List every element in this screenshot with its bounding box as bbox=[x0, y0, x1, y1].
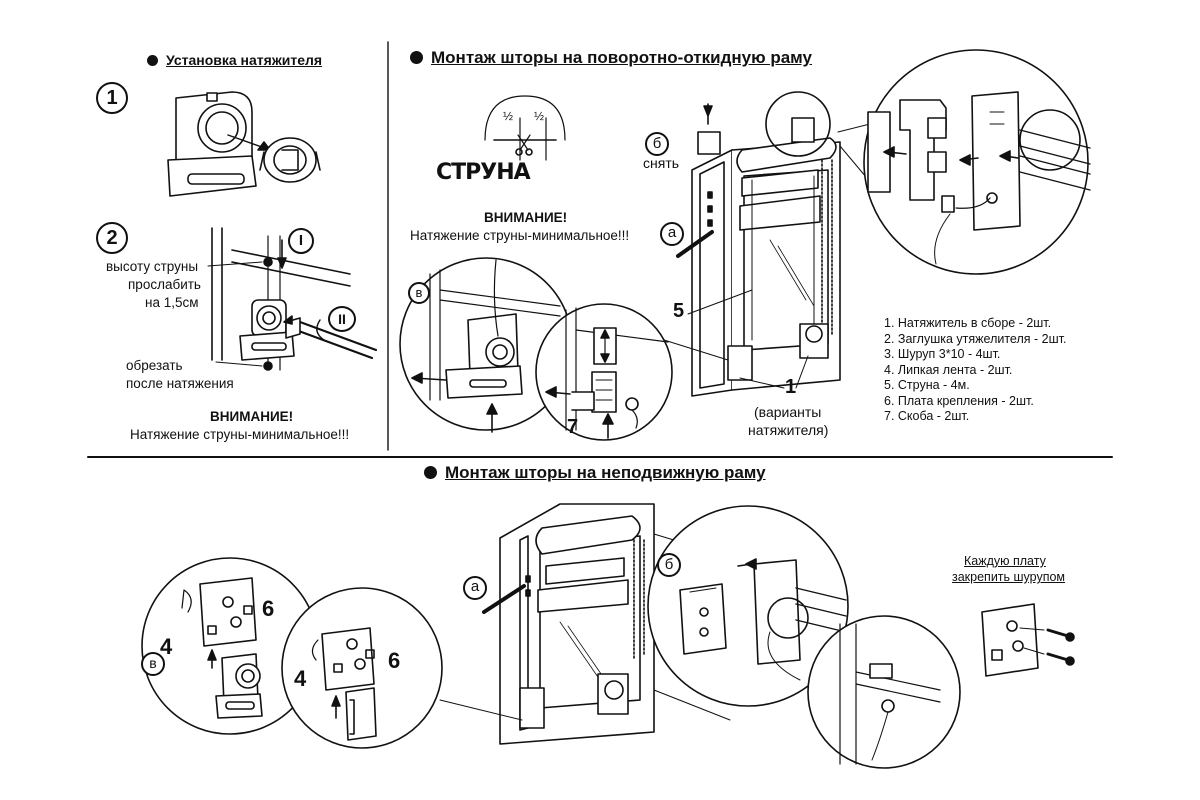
parts-list-item: 4. Липкая лента - 2шт. bbox=[884, 362, 1013, 377]
roman1-marker: I bbox=[288, 228, 314, 254]
parts-list-item: 1. Натяжитель в сборе - 2шт. bbox=[884, 316, 1052, 330]
attention-title-left: ВНИМАНИЕ! bbox=[210, 409, 294, 424]
parts-list: 1. Натяжитель в сборе - 2шт. 2. Заглушка… bbox=[884, 316, 1066, 425]
detail-circle-brace bbox=[535, 303, 673, 441]
label-remove: снять bbox=[643, 155, 680, 171]
string-icon-drawing bbox=[484, 95, 566, 161]
detail-circle-b-fixed bbox=[647, 505, 849, 707]
label-b-tilt: б bbox=[645, 132, 669, 156]
number-5-string: 5 bbox=[673, 300, 685, 322]
detail-circle-brace-fixed bbox=[281, 587, 443, 749]
step1-marker: 1 bbox=[96, 82, 128, 114]
number-7-brace: 7 bbox=[567, 416, 579, 438]
heading-fixed-mount: Монтаж шторы на неподвижную раму bbox=[424, 463, 766, 483]
label-b-fixed: б bbox=[657, 553, 681, 577]
label-a-tilt: а bbox=[660, 222, 684, 246]
note-loosen-line2: прослабить bbox=[128, 277, 201, 292]
number-6-plate-b: 6 bbox=[388, 648, 401, 673]
label-a-fixed: а bbox=[463, 576, 487, 600]
half-label-b: ½ bbox=[534, 109, 545, 123]
variants-line1: (варианты bbox=[754, 404, 822, 420]
plate-screws-drawing bbox=[981, 603, 1075, 677]
attention-text-tilt: Натяжение струны-минимальное!!! bbox=[410, 228, 630, 243]
attention-text-left: Натяжение струны-минимальное!!! bbox=[130, 427, 350, 442]
parts-list-item: 5. Струна - 4м. bbox=[884, 378, 970, 392]
detail-circle-v-fixed bbox=[141, 557, 319, 735]
roman2-marker: II bbox=[328, 306, 356, 332]
tilt-window-drawing bbox=[663, 91, 883, 397]
tensioner-assembly-drawing bbox=[167, 91, 321, 197]
parts-list-item: 2. Заглушка утяжелителя - 2шт. bbox=[884, 331, 1067, 346]
step2-marker: 2 bbox=[96, 222, 128, 254]
note-cut-line1: обрезать bbox=[126, 358, 183, 373]
number-4-tape-b: 4 bbox=[294, 666, 307, 691]
half-label-a: ½ bbox=[503, 109, 514, 123]
note-loosen-line1: высоту струны bbox=[106, 259, 199, 274]
parts-list-item: 7. Скоба - 2шт. bbox=[884, 409, 970, 423]
string-word: СТРУНА bbox=[436, 160, 531, 185]
label-v-fixed: в bbox=[141, 652, 165, 676]
screw-note-line2: закрепить шурупом bbox=[952, 570, 1066, 584]
detail-circle-string-fixed bbox=[807, 615, 961, 769]
heading-tilt-turn-mount: Монтаж шторы на поворотно-откидную раму bbox=[410, 48, 812, 68]
number-6-plate-a: 6 bbox=[262, 596, 275, 621]
detail-circle-bracket bbox=[863, 49, 1091, 275]
screw-note-line1: Каждую плату bbox=[964, 554, 1046, 568]
attention-title-tilt: ВНИМАНИЕ! bbox=[484, 210, 568, 225]
fixed-window-drawing bbox=[439, 503, 731, 745]
number-1-tensioner: 1 bbox=[785, 376, 797, 398]
label-v-tilt: в bbox=[408, 282, 430, 304]
note-loosen-line3: на 1,5см bbox=[145, 295, 199, 310]
heading-tensioner-install: Установка натяжителя bbox=[147, 52, 322, 68]
variants-line2: натяжителя) bbox=[748, 422, 829, 438]
step2-drawing bbox=[207, 227, 378, 371]
parts-list-item: 6. Плата крепления - 2шт. bbox=[884, 393, 1034, 408]
number-4-tape-a: 4 bbox=[160, 634, 173, 659]
detail-circle-v-tilt bbox=[399, 257, 573, 433]
parts-list-item: 3. Шуруп 3*10 - 4шт. bbox=[884, 347, 1001, 361]
note-cut-line2: после натяжения bbox=[126, 376, 234, 391]
